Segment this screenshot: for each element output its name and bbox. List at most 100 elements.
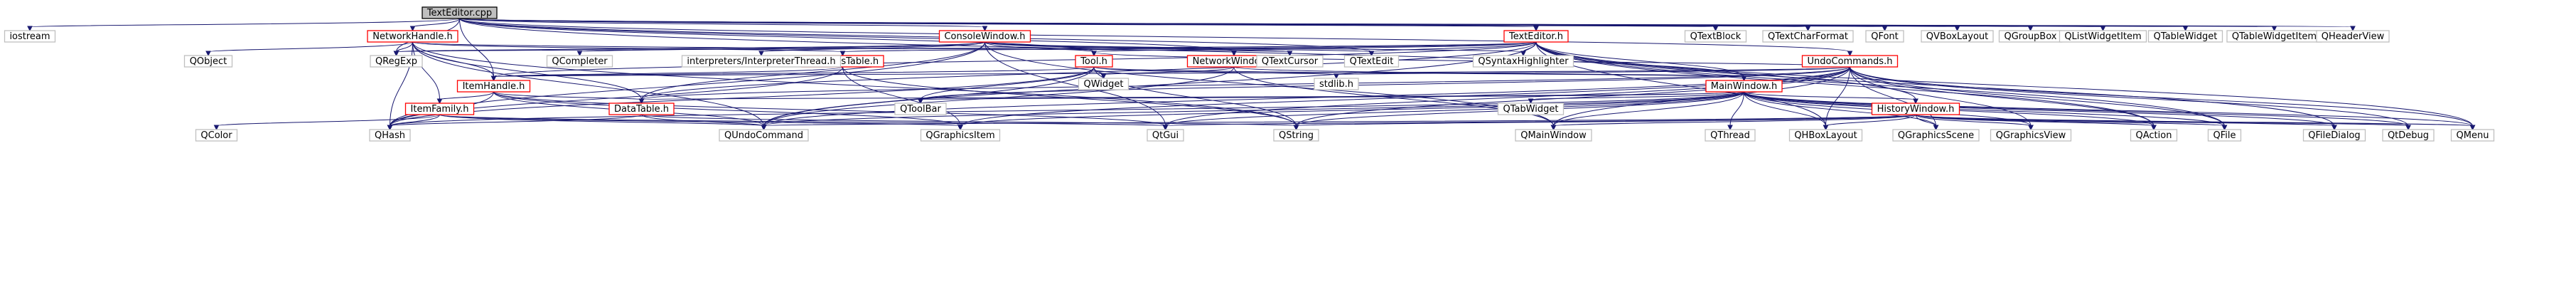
edge-line [641,41,985,100]
node-box [2316,30,2390,43]
edge-consolewindow-h-to-qtextcursor [984,41,1293,57]
edge-arrowhead [758,51,764,57]
node-box [370,55,423,68]
node-label: QHash [375,130,405,141]
edge-line [1850,66,2473,127]
edge-texteditor-h-to-qfiledialog [1535,41,2337,131]
node-consolewindow-h[interactable]: ConsoleWindow.h [938,30,1031,43]
node-texteditor-h[interactable]: TextEditor.h [1503,30,1569,43]
edge-line [1296,114,1916,127]
edge-arrowhead [1091,51,1097,57]
node-label: QMenu [2457,130,2489,141]
node-qaction: QAction [2130,129,2178,142]
node-box [1788,129,1863,142]
node-label: QtDebug [2388,130,2429,141]
edge-historywindow-h-to-qfile [1915,114,2228,131]
edge-line [459,18,1808,28]
node-historywindow-h[interactable]: HistoryWindow.h [1871,103,1960,115]
edge-line [1296,66,1850,127]
edge-line [396,41,985,53]
node-qcolor: QColor [195,129,238,142]
node-box [1892,129,1980,142]
edge-line [761,41,985,53]
node-label: QAction [2136,130,2172,141]
edge-line [1744,91,2225,127]
node-datatable-h[interactable]: DataTable.h [608,103,675,115]
node-qtdebug: QtDebug [2382,129,2435,142]
edge-arrowhead [1550,125,1557,131]
edge-line [763,114,1916,127]
node-qtextcursor: QTextCursor [1256,55,1324,68]
node-box [1503,30,1569,43]
node-qtextedit: QTextEdit [1343,55,1400,68]
edge-line [493,91,642,100]
edge-line [1103,66,1235,75]
node-itemfamily-h[interactable]: ItemFamily.h [404,103,475,115]
node-box [1343,55,1400,68]
node-networkhandle-h[interactable]: NetworkHandle.h [367,30,458,43]
edge-texteditor-cpp-to-networkhandle-h [409,18,460,32]
node-box [1314,78,1359,90]
node-label: QTextEdit [1350,56,1394,67]
edge-arrowhead [1913,98,1918,105]
edge-arrowhead [2469,125,2476,131]
node-box [1865,30,1904,43]
edge-arrowhead [576,51,583,57]
edge-itemhandle-h-to-itemfamily-h [436,91,494,105]
edge-line [1915,114,2032,127]
edge-line [1165,66,1850,127]
edge-line [459,18,494,78]
edge-arrowhead [2405,125,2411,131]
edge-line [29,18,460,28]
node-label: QRegExp [375,56,417,67]
edge-arrowhead [1805,26,1811,32]
node-texteditor-cpp[interactable]: TextEditor.cpp [422,6,498,19]
edge-arrowhead [1712,26,1719,32]
edge-arrowhead [2182,26,2189,32]
edge-line [1744,91,1826,127]
edge-historywindow-h-to-qgraphicsscene [1915,114,1939,131]
node-box [546,55,613,68]
edge-arrowhead [213,125,220,131]
node-box [1684,30,1747,43]
node-label: QSyntaxHighlighter [1478,56,1569,67]
node-label: QTextCursor [1262,56,1319,67]
edge-line [1915,114,2473,127]
edge-arrowhead [1100,73,1107,80]
node-qgraphicsscene: QGraphicsScene [1892,129,1980,142]
edge-line [412,41,1290,53]
edge-texteditor-cpp-to-iostream [27,18,460,32]
node-box [608,103,675,115]
node-mainwindow-h[interactable]: MainWindow.h [1705,80,1783,93]
edge-line [1850,66,2409,127]
edge-line [390,114,642,127]
node-qtextblock: QTextBlock [1684,30,1747,43]
edge-line [1915,114,2225,127]
edge-arrowhead [2221,125,2228,131]
edge-arrowhead [2027,26,2034,32]
node-qfile: QFile [2207,129,2242,142]
node-label: QObject [190,56,227,67]
node-label: TextEditor.cpp [426,8,492,19]
edge-line [763,66,1850,127]
node-tool-h[interactable]: Tool.h [1075,55,1113,68]
edge-line [493,91,961,127]
node-box [1990,129,2072,142]
node-label: QFont [1871,31,1899,42]
edge-arrowhead [1333,73,1339,80]
edge-arrowhead [436,98,443,105]
node-qmainwindow: QMainWindow [1515,129,1592,142]
edge-historywindow-h-to-qmainwindow [1550,114,1916,131]
edge-line [459,18,1885,28]
edge-arrowhead [638,98,645,105]
edge-line [459,18,985,28]
node-box [2302,129,2366,142]
node-undocommands-h[interactable]: UndoCommands.h [1801,55,1899,68]
node-label: QHeaderView [2322,31,2385,42]
node-qtoolbar: QToolBar [894,103,947,115]
node-box [1273,129,1319,142]
edge-line [920,91,1744,100]
edge-line [1233,66,1744,78]
node-qfont: QFont [1865,30,1904,43]
node-itemhandle-h[interactable]: ItemHandle.h [456,80,531,93]
